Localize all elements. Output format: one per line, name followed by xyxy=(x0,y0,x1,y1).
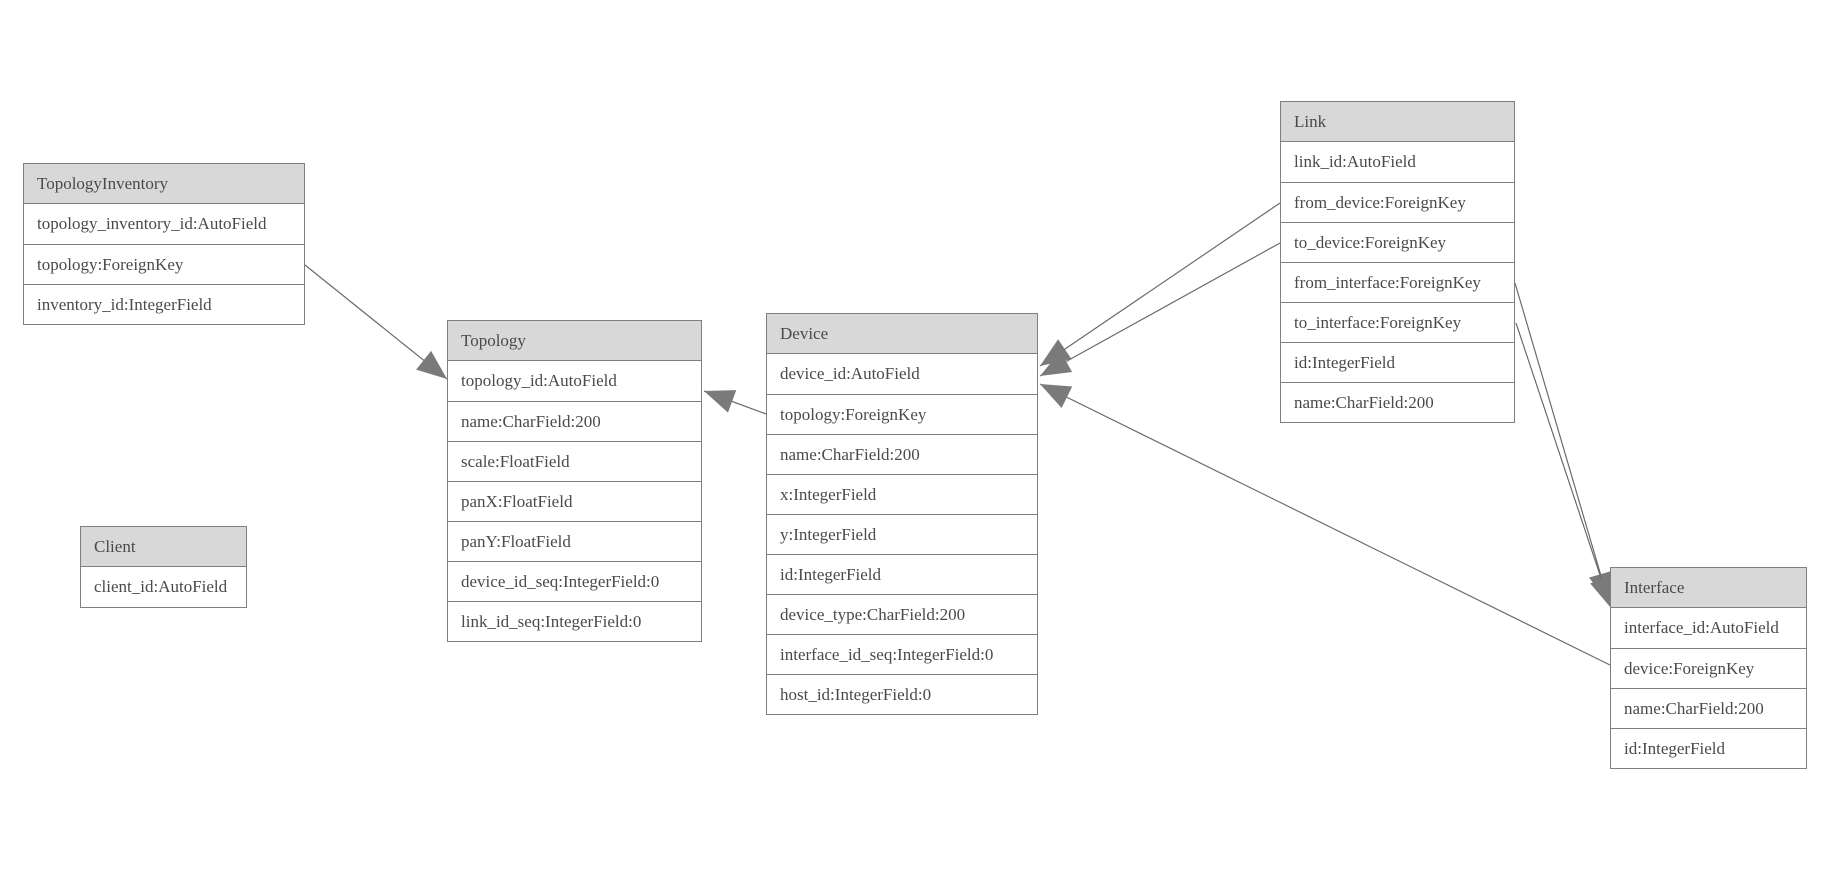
relation-arrowhead-link-to_interface-to-interface xyxy=(1590,575,1613,608)
table-interface-field-device: device:ForeignKey xyxy=(1611,648,1806,688)
relation-arrowhead-topologyinventory-topology-to-topology xyxy=(416,350,447,379)
table-topology-inventory-field-inventory_id: inventory_id:IntegerField xyxy=(24,284,304,324)
table-client-field-client_id: client_id:AutoField xyxy=(81,567,246,607)
table-topology-inventory-field-topology_inventory_id: topology_inventory_id:AutoField xyxy=(24,204,304,244)
table-topology-field-name: name:CharField:200 xyxy=(448,401,701,441)
table-topology-field-panX: panX:FloatField xyxy=(448,481,701,521)
table-device-field-x: x:IntegerField xyxy=(767,474,1037,514)
table-device-field-y: y:IntegerField xyxy=(767,514,1037,554)
table-topology-field-panY: panY:FloatField xyxy=(448,521,701,561)
table-interface-field-interface_id: interface_id:AutoField xyxy=(1611,608,1806,648)
table-topology-field-scale: scale:FloatField xyxy=(448,441,701,481)
table-device-field-id: id:IntegerField xyxy=(767,554,1037,594)
table-link-field-id: id:IntegerField xyxy=(1281,342,1514,382)
table-device-field-device_id: device_id:AutoField xyxy=(767,354,1037,394)
table-link-field-link_id: link_id:AutoField xyxy=(1281,142,1514,182)
relation-line-interface-device-to-device xyxy=(1039,383,1611,666)
table-device-field-host_id: host_id:IntegerField:0 xyxy=(767,674,1037,714)
table-interface-header[interactable]: Interface xyxy=(1611,568,1806,608)
table-topology-field-device_id_seq: device_id_seq:IntegerField:0 xyxy=(448,561,701,601)
relation-line-topologyinventory-topology-to-topology xyxy=(304,264,448,380)
relation-line-link-to_device-to-device xyxy=(1039,242,1281,377)
table-device-field-interface_id_seq: interface_id_seq:IntegerField:0 xyxy=(767,634,1037,674)
table-client-header[interactable]: Client xyxy=(81,527,246,567)
table-topology-inventory-field-topology: topology:ForeignKey xyxy=(24,244,304,284)
table-topology-field-link_id_seq: link_id_seq:IntegerField:0 xyxy=(448,601,701,641)
table-link-field-to_device: to_device:ForeignKey xyxy=(1281,222,1514,262)
table-device-field-device_type: device_type:CharField:200 xyxy=(767,594,1037,634)
relation-arrowhead-interface-device-to-device xyxy=(1040,384,1073,409)
table-link-field-name: name:CharField:200 xyxy=(1281,382,1514,422)
table-topology-inventory-header[interactable]: TopologyInventory xyxy=(24,164,304,204)
table-device-field-topology: topology:ForeignKey xyxy=(767,394,1037,434)
table-interface-field-name: name:CharField:200 xyxy=(1611,688,1806,728)
table-device-field-name: name:CharField:200 xyxy=(767,434,1037,474)
relation-line-link-from_device-to-device xyxy=(1039,202,1281,367)
table-topology-header[interactable]: Topology xyxy=(448,321,701,361)
table-link-header[interactable]: Link xyxy=(1281,102,1514,142)
relation-arrowhead-link-to_device-to-device xyxy=(1040,350,1073,376)
table-link-field-from_device: from_device:ForeignKey xyxy=(1281,182,1514,222)
table-link-field-from_interface: from_interface:ForeignKey xyxy=(1281,262,1514,302)
table-device-header[interactable]: Device xyxy=(767,314,1037,354)
table-topology-field-topology_id: topology_id:AutoField xyxy=(448,361,701,401)
table-link-field-to_interface: to_interface:ForeignKey xyxy=(1281,302,1514,342)
relation-line-link-from_interface-to-interface xyxy=(1514,282,1610,604)
relation-arrowhead-device-topology-to-topology xyxy=(704,390,737,413)
table-interface-field-id: id:IntegerField xyxy=(1611,728,1806,768)
relation-line-link-to_interface-to-interface xyxy=(1515,322,1612,609)
